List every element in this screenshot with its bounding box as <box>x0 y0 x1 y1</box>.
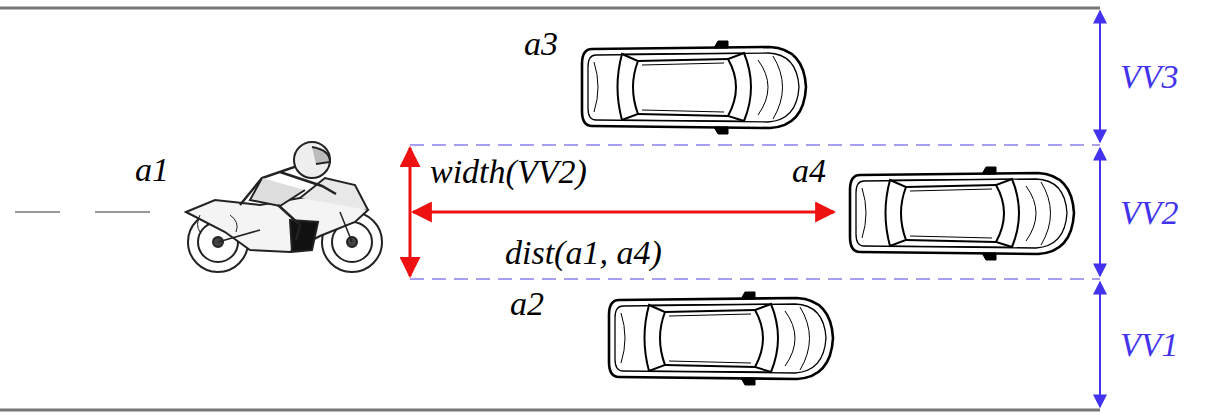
lane-label: VV3 <box>1118 60 1181 94</box>
lane-extent-arrow <box>1099 11 1101 142</box>
car-a3 <box>582 41 806 134</box>
lane-boundary <box>410 144 1100 146</box>
car-a4 <box>850 167 1074 260</box>
dimension-label: width(VV2) <box>428 155 589 189</box>
lane-extent-arrow <box>1099 282 1101 407</box>
agent-label: a3 <box>522 27 560 61</box>
width-dimension-arrow <box>409 148 412 276</box>
lane-marking <box>15 211 150 213</box>
lane-label: VV1 <box>1118 328 1181 362</box>
road-edge <box>0 409 1100 412</box>
agent-label: a4 <box>790 154 828 188</box>
car-a2 <box>609 292 833 385</box>
road-edge <box>0 7 1100 10</box>
agent-label: a1 <box>133 153 171 187</box>
dimension-label: dist(a1, a4) <box>503 236 664 270</box>
agent-label: a2 <box>508 287 546 321</box>
lane-extent-arrow <box>1099 148 1101 276</box>
lane-boundary <box>410 278 1100 280</box>
lane-label: VV2 <box>1118 196 1181 230</box>
distance-dimension-arrow <box>413 211 834 214</box>
motorcycle-a1 <box>186 142 382 272</box>
